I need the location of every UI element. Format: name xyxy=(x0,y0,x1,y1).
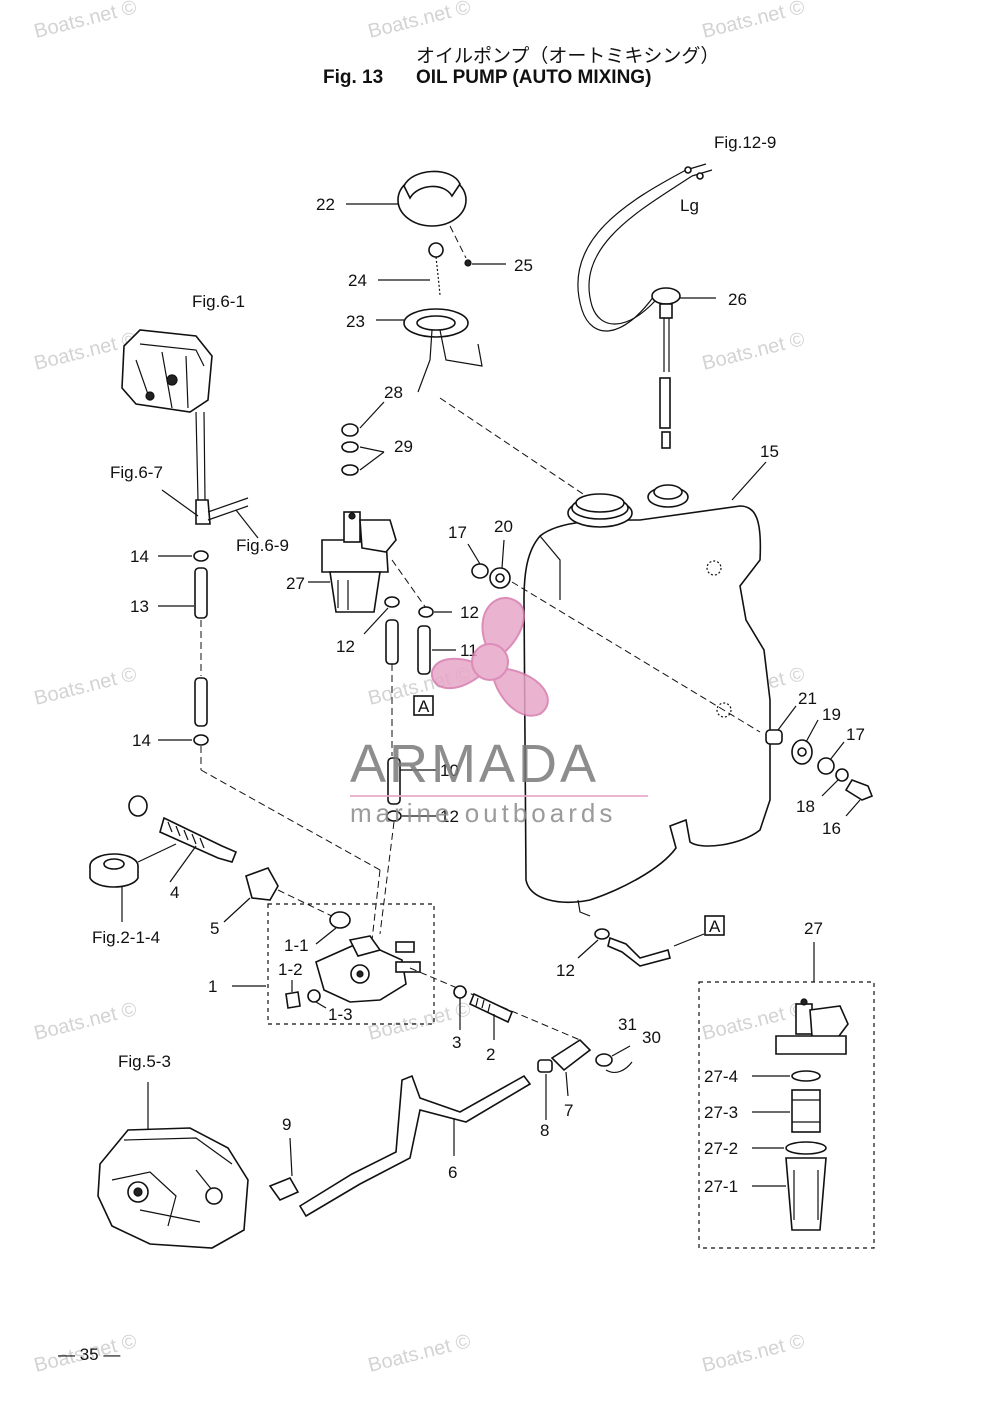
label-17-top: 17 xyxy=(448,523,467,542)
callout-a-label: A xyxy=(418,697,430,716)
label-29: 29 xyxy=(394,437,413,456)
label-13: 13 xyxy=(130,597,149,616)
label-9: 9 xyxy=(282,1115,291,1134)
label-12-tank: 12 xyxy=(556,961,575,980)
pump-kit-box xyxy=(267,903,435,1025)
cap-knob-shape xyxy=(403,170,461,200)
title-japanese: オイルポンプ（オートミキシング） xyxy=(416,45,719,67)
part-6-oil-hose xyxy=(298,1074,532,1218)
label-18: 18 xyxy=(796,797,815,816)
part-26-level-sensor xyxy=(651,287,681,305)
callout-box-a-tank xyxy=(704,915,725,936)
label-14-bottom: 14 xyxy=(132,731,151,750)
label-24: 24 xyxy=(348,271,367,290)
figure-title: OIL PUMP (AUTO MIXING) xyxy=(416,67,651,88)
label-28: 28 xyxy=(384,383,403,402)
tank-outlet-hose: A 12 xyxy=(556,915,725,980)
oil-tank: 15 xyxy=(523,442,779,917)
watermark-text: Boats.net © xyxy=(366,1330,473,1377)
label-3: 3 xyxy=(452,1033,461,1052)
label-7: 7 xyxy=(564,1101,573,1120)
label-1-1: 1-1 xyxy=(284,936,309,955)
level-sensor-assembly: Fig.12-9 Lg 26 xyxy=(577,133,776,449)
label-14-top: 14 xyxy=(130,547,149,566)
label-27-detail: 27 xyxy=(804,919,823,938)
figure-number: Fig. 13 xyxy=(323,67,383,88)
label-10: 10 xyxy=(440,761,459,780)
pump-delivery-hose: 8 7 31 30 6 xyxy=(298,1015,661,1218)
label-17-right: 17 xyxy=(846,725,865,744)
oil-filter-assembly: 27 12 12 11 A 10 12 xyxy=(286,511,479,935)
label-23: 23 xyxy=(346,312,365,331)
carburetor-fig5-3 xyxy=(97,1127,249,1249)
armada-logo: ARMADA marine outboards xyxy=(350,597,648,828)
ref-fig-6-7: Fig.6-7 xyxy=(110,463,163,482)
carburetor-connection: Fig.5-3 9 xyxy=(97,1052,300,1249)
watermark-text: Boats.net © xyxy=(700,328,807,375)
label-27-left: 27 xyxy=(286,574,305,593)
ref-fig-6-9: Fig.6-9 xyxy=(236,536,289,555)
drive-components: 4 Fig.2-1-4 5 xyxy=(89,795,341,947)
tank-mount-lower: 21 19 17 18 16 xyxy=(765,689,874,838)
label-12-mid: 12 xyxy=(440,807,459,826)
label-12-upper-right: 12 xyxy=(460,603,479,622)
filter-detail-box xyxy=(698,981,875,1249)
label-1-3: 1-3 xyxy=(328,1005,353,1024)
label-30: 30 xyxy=(642,1028,661,1047)
pump-outlet-hardware: 3 2 xyxy=(452,985,514,1064)
logo-name: ARMADA xyxy=(350,734,599,794)
engine-block-fig6-1 xyxy=(121,329,213,413)
ref-fig-5-3: Fig.5-3 xyxy=(118,1052,171,1071)
watermark-text: Boats.net © xyxy=(32,998,139,1045)
label-2: 2 xyxy=(486,1045,495,1064)
oil-filter-detail: 27 27-4 27-3 27-2 27-1 xyxy=(698,919,875,1249)
label-1: 1 xyxy=(208,977,217,996)
part-15-oil-tank xyxy=(523,505,771,903)
tank-mount-upper: 17 20 xyxy=(448,517,761,733)
oil-pump-assembly: 1-1 1-2 1-3 1 xyxy=(208,903,581,1041)
label-27-4: 27-4 xyxy=(704,1067,738,1086)
strainer-hardware: 28 29 xyxy=(341,383,593,501)
ref-fig-2-1-4: Fig.2-1-4 xyxy=(92,928,160,947)
label-20: 20 xyxy=(494,517,513,536)
label-1-2: 1-2 xyxy=(278,960,303,979)
tank-cap-assembly: 22 24 25 23 xyxy=(316,170,533,393)
label-31: 31 xyxy=(618,1015,637,1034)
page-number: — 35 — xyxy=(58,1345,120,1364)
label-27-2: 27-2 xyxy=(704,1139,738,1158)
watermark-text: Boats.net © xyxy=(700,1330,807,1377)
engine-connection: Fig.6-1 Fig.6-7 Fig.6-9 14 13 14 xyxy=(110,292,381,941)
label-5: 5 xyxy=(210,919,219,938)
watermark-text: Boats.net © xyxy=(366,0,473,43)
label-15: 15 xyxy=(760,442,779,461)
title-block: オイルポンプ（オートミキシング） Fig. 13 OIL PUMP (AUTO … xyxy=(323,45,719,88)
ref-fig-6-1: Fig.6-1 xyxy=(192,292,245,311)
callout-a-tank-label: A xyxy=(709,917,721,936)
label-12-upper-left: 12 xyxy=(336,637,355,656)
label-16: 16 xyxy=(822,819,841,838)
callout-box-a xyxy=(413,695,434,716)
label-19: 19 xyxy=(822,705,841,724)
label-27-3: 27-3 xyxy=(704,1103,738,1122)
logo-subtitle: marine outboards xyxy=(350,798,616,828)
label-6: 6 xyxy=(448,1163,457,1182)
label-22: 22 xyxy=(316,195,335,214)
label-4: 4 xyxy=(170,883,179,902)
label-25: 25 xyxy=(514,256,533,275)
label-8: 8 xyxy=(540,1121,549,1140)
label-27-1: 27-1 xyxy=(704,1177,738,1196)
ref-fig-12-9: Fig.12-9 xyxy=(714,133,776,152)
watermark-text: Boats.net © xyxy=(32,663,139,710)
label-21: 21 xyxy=(798,689,817,708)
wire-color-lg: Lg xyxy=(680,196,699,215)
label-26: 26 xyxy=(728,290,747,309)
watermark-text: Boats.net © xyxy=(700,0,807,43)
watermark-text: Boats.net © xyxy=(32,0,139,43)
